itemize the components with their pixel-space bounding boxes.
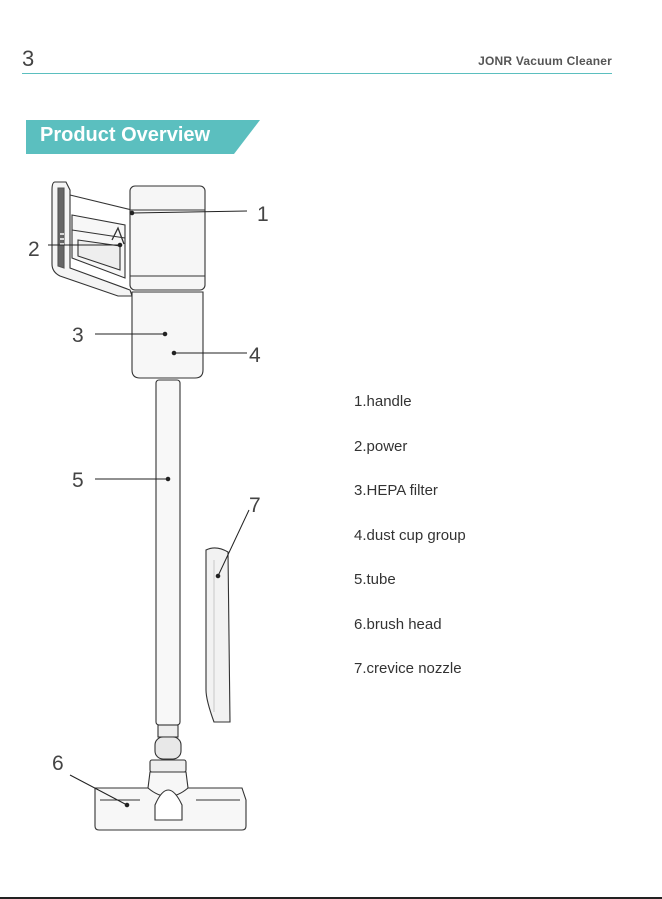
list-item: 2.power (354, 438, 466, 483)
callout-4: 4 (249, 344, 261, 367)
parts-list: 1.handle 2.power 3.HEPA filter 4.dust cu… (354, 393, 466, 705)
motor-housing (130, 186, 205, 290)
callout-7: 7 (249, 494, 261, 517)
header-divider (22, 73, 612, 74)
brush-head-part (95, 760, 246, 830)
page-number: 3 (22, 46, 34, 72)
callout-2: 2 (28, 238, 40, 261)
list-item: 1.handle (354, 393, 466, 438)
dust-cup-part (132, 292, 203, 378)
handle-part (52, 182, 132, 296)
callout-1: 1 (257, 203, 269, 226)
tube-part (155, 380, 181, 759)
list-item: 5.tube (354, 571, 466, 616)
callout-6: 6 (52, 752, 64, 775)
list-item: 6.brush head (354, 616, 466, 661)
list-item: 3.HEPA filter (354, 482, 466, 527)
vacuum-diagram: 1 2 3 4 5 6 7 (0, 160, 330, 840)
list-item: 7.crevice nozzle (354, 660, 466, 705)
section-title: Product Overview (40, 124, 210, 147)
callout-5: 5 (72, 469, 84, 492)
callout-3: 3 (72, 324, 84, 347)
list-item: 4.dust cup group (354, 527, 466, 572)
brand-title: JONR Vacuum Cleaner (478, 54, 612, 68)
